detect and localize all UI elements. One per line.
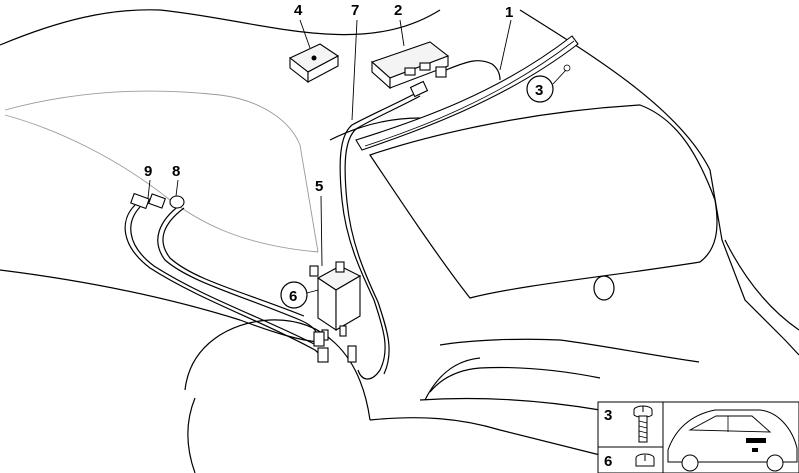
screw-icon <box>633 405 653 443</box>
callout-5: 5 <box>315 178 323 195</box>
callout-6-circled: 6 <box>280 281 308 309</box>
legend-item-6: 6 <box>604 453 612 470</box>
callout-1: 1 <box>505 4 513 21</box>
antenna-amplifier-module <box>370 41 450 90</box>
callout-8: 8 <box>172 163 180 180</box>
callout-3: 3 <box>535 82 543 99</box>
legend-item-3: 3 <box>604 407 612 424</box>
callout-2: 2 <box>394 2 402 19</box>
car-body-outline <box>0 9 799 473</box>
leader-lines <box>147 19 567 294</box>
antenna-splitter-box <box>309 261 362 341</box>
nut-icon <box>635 453 655 467</box>
callout-6: 6 <box>289 288 297 305</box>
callout-3-circled: 3 <box>526 75 554 103</box>
callout-9: 9 <box>144 163 152 180</box>
fasteners-legend: 3 6 <box>597 401 799 473</box>
callout-7: 7 <box>351 2 359 19</box>
callout-4: 4 <box>294 2 303 19</box>
car-thumbnail-icon <box>667 409 798 472</box>
callout-labels: 1 2 4 7 5 8 9 3 6 <box>144 2 554 309</box>
antenna-cables <box>124 60 501 380</box>
rear-antenna-strip <box>355 35 579 151</box>
small-control-unit <box>288 43 340 84</box>
